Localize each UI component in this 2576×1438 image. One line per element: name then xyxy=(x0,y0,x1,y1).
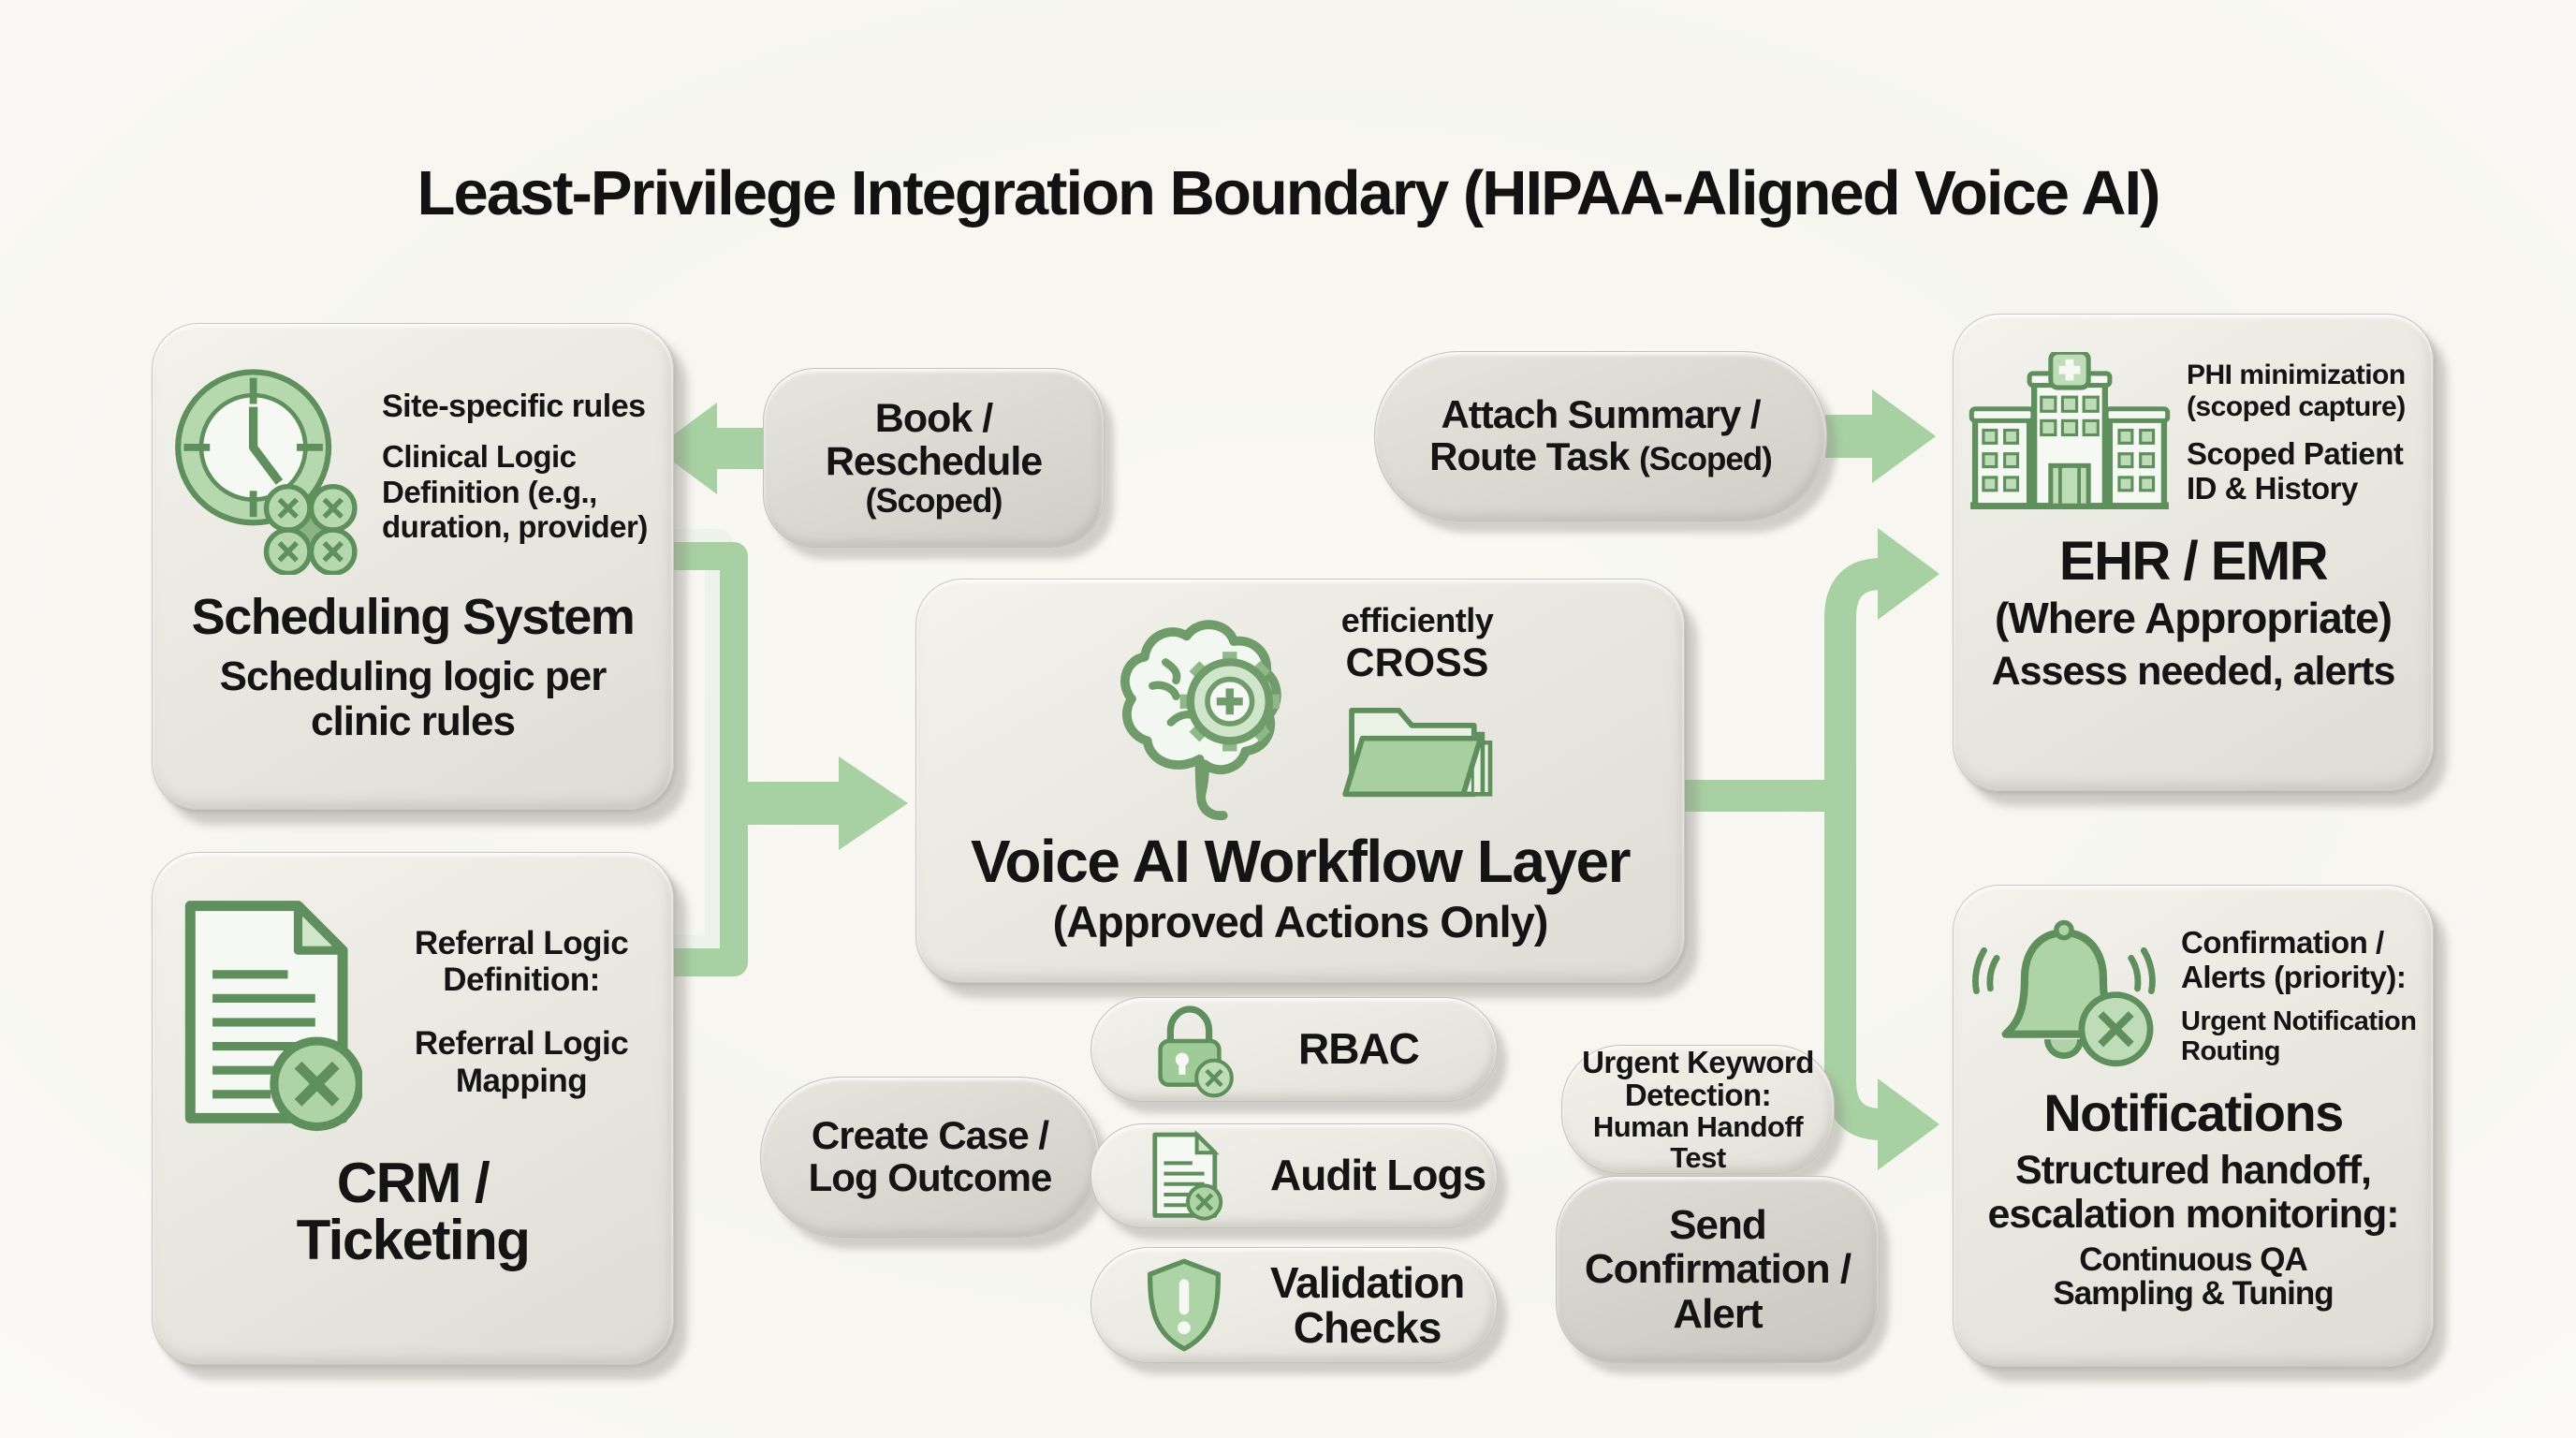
ehr-heading: EHR / EMR xyxy=(2058,531,2329,592)
notifications-note-2: Urgent Notification Routing xyxy=(2181,1005,2417,1067)
notifications-note-1: Confirmation / Alerts (priority): xyxy=(2181,924,2407,995)
crm-note-2: Referral Logic Mapping xyxy=(414,1025,629,1099)
scheduling-note-2: Clinical Logic Definition (e.g., duratio… xyxy=(382,439,648,544)
voice-note-2: CROSS xyxy=(1345,639,1489,685)
crm-ticketing-box: Referral Logic Definition: Referral Logi… xyxy=(152,852,674,1365)
urgent-keyword-pill: Urgent Keyword Detection: Human Handoff … xyxy=(1561,1045,1835,1174)
arrow-into-ehr-lower xyxy=(1878,528,1939,620)
page-title: Least-Privilege Integration Boundary (HI… xyxy=(417,158,2161,228)
clock-icon xyxy=(175,369,358,575)
book-line-1: Book / xyxy=(874,395,993,441)
arrow-into-voice xyxy=(839,756,908,850)
arrow-into-notifications xyxy=(1878,1078,1939,1170)
ehr-emr-box: PHI minimization (scoped capture) Scoped… xyxy=(1953,314,2434,791)
crm-heading: CRM / Ticketing xyxy=(296,1152,531,1272)
folder-icon xyxy=(1342,708,1493,798)
audit-logs-pill: Audit Logs xyxy=(1090,1123,1498,1228)
book-line-2: Reschedule xyxy=(825,438,1043,484)
notifications-box: Confirmation / Alerts (priority): Urgent… xyxy=(1953,885,2434,1367)
validation-line-2: Checks xyxy=(1293,1303,1442,1352)
book-line-3: (Scoped) xyxy=(865,480,1003,520)
urgent-line-1: Urgent Keyword xyxy=(1582,1044,1814,1079)
send-line-3: Alert xyxy=(1673,1290,1763,1337)
send-line-1: Send xyxy=(1669,1202,1767,1249)
notifications-subtext-2: Continuous QA Sampling & Tuning xyxy=(2053,1240,2334,1313)
create-line-2: Log Outcome xyxy=(808,1155,1053,1199)
ehr-note-2: Scoped Patient ID & History xyxy=(2187,435,2404,506)
attach-line-2b: (Scoped) xyxy=(1639,441,1773,477)
create-case-pill: Create Case / Log Outcome xyxy=(760,1077,1100,1238)
document-x-icon xyxy=(184,901,362,1132)
hospital-icon xyxy=(1969,352,2171,509)
lock-x-icon xyxy=(1158,1005,1234,1098)
send-line-2: Confirmation / xyxy=(1584,1246,1852,1293)
create-line-1: Create Case / xyxy=(811,1113,1049,1158)
rbac-label: RBAC xyxy=(1298,1024,1420,1074)
crm-note-1: Referral Logic Definition: xyxy=(414,924,629,999)
ehr-subheading: (Where Appropriate) xyxy=(1995,594,2393,643)
elbow-left xyxy=(672,542,748,976)
arrow-into-ehr-upper xyxy=(1872,389,1936,483)
brain-gear-icon xyxy=(1120,620,1281,820)
voice-ai-workflow-box: efficiently CROSS Voice AI Workflow Laye… xyxy=(915,579,1685,983)
notifications-heading: Notifications xyxy=(2043,1083,2344,1142)
bell-x-icon xyxy=(1972,919,2156,1067)
scheduling-system-box: Site-specific rules Clinical Logic Defin… xyxy=(152,323,674,810)
arrow-into-scheduling xyxy=(655,403,717,494)
validation-line-1: Validation xyxy=(1270,1257,1465,1307)
attach-summary-pill: Attach Summary / Route Task (Scoped) xyxy=(1374,351,1827,521)
scheduling-heading: Scheduling System xyxy=(191,589,636,645)
ehr-note-1: PHI minimization (scoped capture) xyxy=(2187,359,2406,422)
document-x-icon xyxy=(1152,1130,1223,1221)
notifications-subtext-1: Structured handoff, escalation monitorin… xyxy=(1987,1148,2399,1238)
send-confirmation-pill: Send Confirmation / Alert xyxy=(1556,1176,1880,1363)
scheduling-subtext: Scheduling logic per clinic rules xyxy=(219,653,607,745)
scheduling-note-1: Site-specific rules xyxy=(382,388,646,424)
voice-heading: Voice AI Workflow Layer xyxy=(970,828,1632,895)
attach-line-2: Route Task xyxy=(1429,434,1630,478)
urgent-line-3: Human Handoff Test xyxy=(1592,1110,1804,1175)
voice-subheading: (Approved Actions Only) xyxy=(1052,897,1549,947)
validation-checks-pill: Validation Checks xyxy=(1090,1247,1498,1363)
shield-alert-icon xyxy=(1148,1258,1221,1352)
voice-note-1: efficiently xyxy=(1340,601,1494,639)
urgent-line-2: Detection: xyxy=(1624,1077,1772,1112)
audit-logs-label: Audit Logs xyxy=(1270,1151,1486,1200)
book-reschedule-pill: Book / Reschedule (Scoped) xyxy=(763,368,1105,548)
rbac-pill: RBAC xyxy=(1090,997,1498,1102)
ehr-subtext: Assess needed, alerts xyxy=(1991,649,2396,695)
attach-line-1: Attach Summary / xyxy=(1441,392,1761,437)
